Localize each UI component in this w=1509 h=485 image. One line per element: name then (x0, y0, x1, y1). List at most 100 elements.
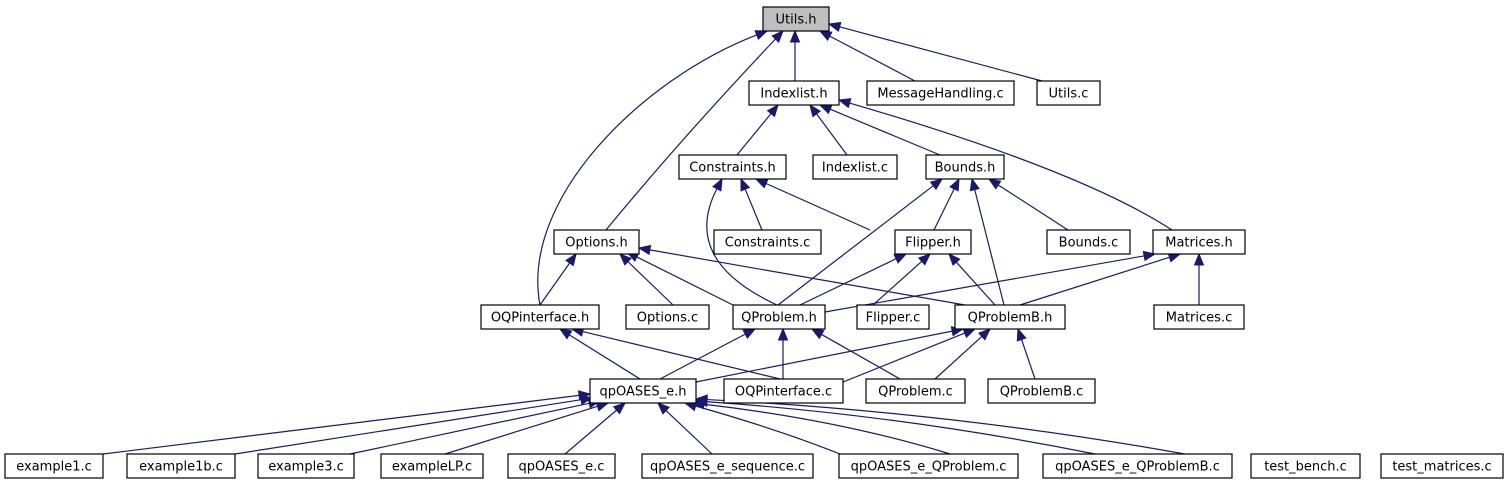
node-box[interactable] (894, 229, 972, 255)
edge-line (997, 184, 1069, 231)
node-test-matrices-c[interactable]: test_matrices.c (1380, 453, 1504, 479)
node-examplelp-c[interactable]: exampleLP.c (380, 453, 484, 479)
arrowhead-icon (917, 253, 931, 266)
node-qpoases-e-h[interactable]: qpOASES_e.h (589, 378, 697, 404)
arrowhead-icon (977, 328, 991, 341)
node-box[interactable] (4, 453, 104, 479)
node-indexlist-c[interactable]: Indexlist.c (812, 154, 898, 180)
node-box[interactable] (732, 304, 826, 330)
node-box[interactable] (954, 304, 1066, 330)
edge-line (665, 410, 713, 455)
node-qpoases-e-sequence-c[interactable]: qpOASES_e_sequence.c (641, 453, 814, 479)
node-qproblemb-h[interactable]: QProblemB.h (954, 304, 1066, 330)
node-qpoases-e-c[interactable]: qpOASES_e.c (507, 453, 616, 479)
node-box[interactable] (1152, 229, 1246, 255)
node-box[interactable] (713, 229, 822, 255)
node-flipper-c[interactable]: Flipper.c (856, 304, 930, 330)
node-oqpinterface-h[interactable]: OQPinterface.h (480, 304, 600, 330)
node-label: OQPinterface.h (491, 311, 589, 326)
edge-line (636, 256, 734, 306)
node-label: example1b.c (139, 460, 223, 475)
node-options-c[interactable]: Options.c (625, 304, 710, 330)
node-box[interactable] (748, 80, 840, 106)
node-test-bench-c[interactable]: test_bench.c (1250, 453, 1361, 479)
node-box[interactable] (812, 154, 898, 180)
node-box[interactable] (723, 378, 844, 404)
node-box[interactable] (838, 453, 1019, 479)
edge-line (765, 182, 871, 231)
node-box[interactable] (856, 304, 930, 330)
node-label: Flipper.h (905, 236, 961, 251)
node-indexlist-h[interactable]: Indexlist.h (748, 80, 840, 106)
node-box[interactable] (641, 453, 814, 479)
node-flipper-h[interactable]: Flipper.h (894, 229, 972, 255)
edge-line (829, 108, 941, 156)
edges-layer (102, 21, 1205, 455)
node-example3-c[interactable]: example3.c (257, 453, 355, 479)
node-box[interactable] (126, 453, 236, 479)
arrowhead-icon (771, 30, 784, 43)
edge-qpoases-e-h-to-qproblemb-h (695, 326, 965, 383)
node-utils-h[interactable]: Utils.h (762, 6, 830, 32)
arrowhead-icon (558, 328, 573, 340)
node-box[interactable] (553, 229, 640, 255)
node-box[interactable] (380, 453, 484, 479)
node-box[interactable] (1380, 453, 1504, 479)
node-utils-c[interactable]: Utils.c (1036, 80, 1101, 106)
node-label: test_matrices.c (1392, 460, 1491, 475)
node-qpoases-e-qproblem-c[interactable]: qpOASES_e_QProblem.c (838, 453, 1019, 479)
node-box[interactable] (589, 378, 697, 404)
node-box[interactable] (1036, 80, 1101, 106)
node-label: qpOASES_e.c (519, 460, 605, 475)
node-box[interactable] (257, 453, 355, 479)
edge-constraints-c-to-constraints-h (740, 177, 763, 231)
node-label: OQPinterface.c (735, 385, 832, 400)
node-box[interactable] (678, 154, 787, 180)
arrowhead-icon (740, 177, 751, 192)
node-messagehandling-c[interactable]: MessageHandling.c (866, 80, 1015, 106)
node-box[interactable] (507, 453, 616, 479)
node-qproblemb-c[interactable]: QProblemB.c (987, 378, 1096, 404)
edge-line (349, 402, 590, 455)
node-options-h[interactable]: Options.h (553, 229, 640, 255)
node-matrices-c[interactable]: Matrices.c (1153, 304, 1245, 330)
node-box[interactable] (1153, 304, 1245, 330)
node-matrices-h[interactable]: Matrices.h (1152, 229, 1246, 255)
arrowhead-icon (565, 252, 577, 267)
node-box[interactable] (987, 378, 1096, 404)
node-example1b-c[interactable]: example1b.c (126, 453, 236, 479)
node-label: Options.c (637, 311, 698, 326)
node-box[interactable] (866, 80, 1015, 106)
node-label: Indexlist.h (760, 87, 827, 102)
edge-matrices-c-to-matrices-h (1193, 252, 1205, 305)
node-label: Utils.c (1049, 87, 1089, 102)
edge-flipper-c-to-flipper-h (872, 253, 931, 306)
node-bounds-h[interactable]: Bounds.h (925, 154, 1005, 180)
edge-line (777, 185, 934, 306)
node-example1-c[interactable]: example1.c (4, 453, 104, 479)
node-box[interactable] (1250, 453, 1361, 479)
node-box[interactable] (1046, 229, 1131, 255)
node-label: Utils.h (776, 13, 817, 28)
node-qproblem-c[interactable]: QProblem.c (865, 378, 966, 404)
node-box[interactable] (625, 304, 710, 330)
node-constraints-c[interactable]: Constraints.c (713, 229, 822, 255)
edge-line (829, 35, 916, 82)
edge-line (703, 403, 951, 455)
edge-qproblem-c-to-qproblem-h (810, 328, 901, 380)
node-oqpinterface-c[interactable]: OQPinterface.c (723, 378, 844, 404)
node-box[interactable] (762, 6, 830, 32)
edge-constraints-h-to-indexlist-h (736, 103, 779, 156)
node-bounds-c[interactable]: Bounds.c (1046, 229, 1131, 255)
node-box[interactable] (925, 154, 1005, 180)
arrowhead-icon (810, 328, 825, 340)
node-box[interactable] (865, 378, 966, 404)
arrowhead-icon (777, 327, 789, 341)
node-box[interactable] (480, 304, 600, 330)
node-qpoases-e-qproblemb-c[interactable]: qpOASES_e_QProblemB.c (1042, 453, 1233, 479)
node-constraints-h[interactable]: Constraints.h (678, 154, 787, 180)
node-box[interactable] (1042, 453, 1233, 479)
edge-line (974, 189, 1005, 306)
node-qproblem-h[interactable]: QProblem.h (732, 304, 826, 330)
arrowhead-icon (1142, 250, 1157, 262)
